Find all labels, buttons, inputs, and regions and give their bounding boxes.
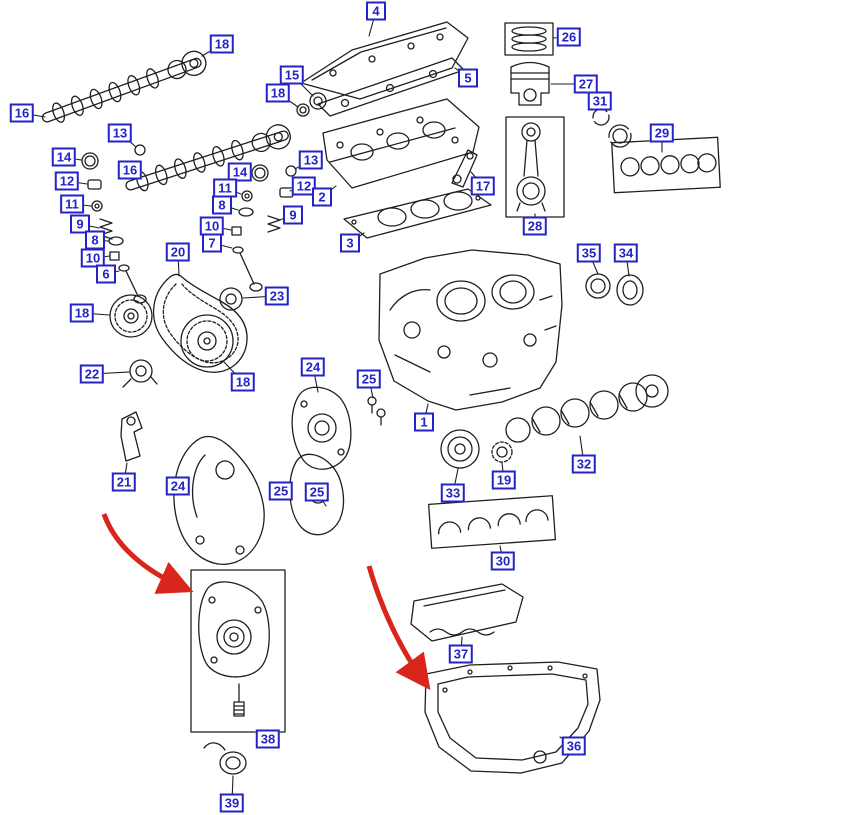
mount-bracket xyxy=(120,411,143,462)
part-label-7-26[interactable]: 7 xyxy=(202,233,222,253)
part-label-25-44[interactable]: 25 xyxy=(304,482,330,502)
camshaft-intake-drawing xyxy=(41,50,207,123)
timing-cover-left xyxy=(173,435,265,565)
valve-shim-left xyxy=(87,179,102,190)
engine-hanger-bracket xyxy=(451,149,478,188)
red-arrow-oil-pump xyxy=(101,513,194,594)
part-label-38-50[interactable]: 38 xyxy=(255,729,281,749)
camshaft-oil-seal-2 xyxy=(296,103,310,117)
part-label-10-24[interactable]: 10 xyxy=(199,216,225,236)
part-label-33-45[interactable]: 33 xyxy=(440,483,466,503)
belt-tensioner xyxy=(122,359,158,388)
part-label-8-20[interactable]: 8 xyxy=(212,195,232,215)
head-gasket xyxy=(343,188,492,239)
part-label-14-11[interactable]: 14 xyxy=(51,147,77,167)
cylinder-head xyxy=(322,98,480,189)
piston xyxy=(510,61,550,106)
part-label-36-51[interactable]: 36 xyxy=(561,736,587,756)
crankshaft xyxy=(505,374,669,443)
part-label-29-9[interactable]: 29 xyxy=(649,123,675,143)
part-label-4-0[interactable]: 4 xyxy=(366,1,386,21)
part-label-39-52[interactable]: 39 xyxy=(219,793,245,813)
part-label-15-3[interactable]: 15 xyxy=(279,65,305,85)
part-label-22-36[interactable]: 22 xyxy=(79,364,105,384)
rear-seal-retainer xyxy=(616,274,644,306)
red-arrow-oil-pan xyxy=(366,565,431,691)
valve-lifter-left xyxy=(81,152,99,170)
part-label-21-41[interactable]: 21 xyxy=(111,472,137,492)
part-label-26-1[interactable]: 26 xyxy=(556,27,582,47)
part-label-20-30[interactable]: 20 xyxy=(165,242,191,262)
timing-cover-upper xyxy=(291,386,352,470)
part-label-12-16[interactable]: 12 xyxy=(291,176,317,196)
part-label-8-25[interactable]: 8 xyxy=(85,230,105,250)
part-label-18-2[interactable]: 18 xyxy=(209,34,235,54)
part-label-13-10[interactable]: 13 xyxy=(107,123,133,143)
part-label-25-39[interactable]: 25 xyxy=(356,369,382,389)
valve-cover xyxy=(300,21,469,100)
part-label-16-12[interactable]: 16 xyxy=(117,160,143,180)
part-label-6-31[interactable]: 6 xyxy=(96,264,116,284)
part-label-18-34[interactable]: 18 xyxy=(69,303,95,323)
spring-seat-left xyxy=(108,236,124,246)
part-label-24-38[interactable]: 24 xyxy=(300,357,326,377)
valve-keeper-mid xyxy=(241,190,253,202)
part-label-32-47[interactable]: 32 xyxy=(571,454,597,474)
camshaft-pulley-left xyxy=(109,294,153,338)
valve-stem-seal-mid xyxy=(231,226,242,236)
spring-seat-mid xyxy=(238,207,254,217)
crank-sprocket xyxy=(491,441,513,463)
annotation-arrows xyxy=(101,513,431,691)
part-label-24-42[interactable]: 24 xyxy=(165,476,191,496)
part-label-16-8[interactable]: 16 xyxy=(9,103,35,123)
piston-ring-set xyxy=(504,22,554,56)
camshaft-exhaust-drawing xyxy=(125,124,291,192)
part-label-17-21[interactable]: 17 xyxy=(470,176,496,196)
part-label-30-48[interactable]: 30 xyxy=(490,551,516,571)
part-label-25-43[interactable]: 25 xyxy=(268,481,294,501)
part-label-31-7[interactable]: 31 xyxy=(587,91,613,111)
part-label-11-17[interactable]: 11 xyxy=(60,194,84,214)
part-label-3-27[interactable]: 3 xyxy=(340,233,360,253)
oil-pickup xyxy=(203,742,247,775)
cam-seal-2-icon xyxy=(285,165,297,177)
main-bearing-set xyxy=(427,495,557,549)
crankshaft-pulley xyxy=(440,429,480,469)
part-label-23-35[interactable]: 23 xyxy=(264,286,290,306)
valve-mid xyxy=(232,246,263,292)
part-label-12-14[interactable]: 12 xyxy=(54,171,80,191)
part-label-18-6[interactable]: 18 xyxy=(265,83,291,103)
part-label-2-19[interactable]: 2 xyxy=(312,187,332,207)
oil-baffle-plate xyxy=(410,583,524,642)
part-label-1-40[interactable]: 1 xyxy=(414,412,434,432)
part-label-37-49[interactable]: 37 xyxy=(448,644,474,664)
valve-keeper-left xyxy=(91,200,103,212)
part-label-28-28[interactable]: 28 xyxy=(522,216,548,236)
part-label-9-22[interactable]: 9 xyxy=(70,214,90,234)
cam-seal-icon xyxy=(134,144,146,156)
part-label-10-29[interactable]: 10 xyxy=(80,248,106,268)
camshaft-pulley-center xyxy=(180,314,234,368)
engine-block xyxy=(378,249,563,411)
oil-pump xyxy=(190,569,286,733)
part-label-5-5[interactable]: 5 xyxy=(458,68,478,88)
part-label-14-15[interactable]: 14 xyxy=(227,162,253,182)
part-label-27-4[interactable]: 27 xyxy=(573,74,599,94)
valve-spring-mid xyxy=(267,215,281,233)
part-label-18-37[interactable]: 18 xyxy=(230,372,256,392)
timing-belt xyxy=(152,273,248,373)
part-label-13-13[interactable]: 13 xyxy=(298,150,324,170)
part-label-35-32[interactable]: 35 xyxy=(576,243,602,263)
timing-cover-bolts xyxy=(367,396,386,426)
part-label-19-46[interactable]: 19 xyxy=(491,470,517,490)
part-label-9-23[interactable]: 9 xyxy=(283,205,303,225)
idler-pulley xyxy=(219,287,243,311)
part-label-34-33[interactable]: 34 xyxy=(613,243,639,263)
